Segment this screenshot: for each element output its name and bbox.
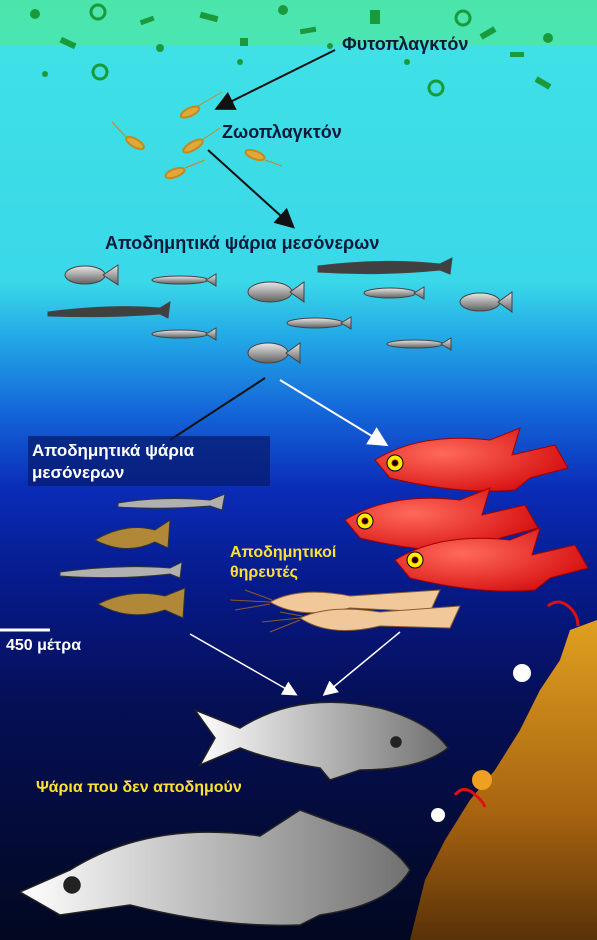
zooplankton [111,91,283,180]
deep-mesopelagic-fish [59,493,226,619]
label-migratory-mesopelagic-mid: Αποδημητικά ψάρια μεσόνερων [32,441,195,482]
phytoplankton-cells [30,3,553,97]
squid-group [229,589,461,633]
rockfish-group [18,701,450,927]
label-depth-450m: 450 μέτρα [6,637,82,654]
label-non-migratory-fish: Ψάρια που δεν αποδημούν [36,779,242,796]
label-migratory-predators: Αποδημητικοί θηρευτές [230,544,337,581]
mesopelagic-fish-group [47,257,513,364]
label-zooplankton: Ζωοπλαγκτόν [222,122,342,142]
label-phytoplankton: Φυτοπλαγκτόν [342,34,469,54]
red-fish-group [344,427,589,592]
label-migratory-mesopelagic-top: Αποδημητικά ψάρια μεσόνερων [105,233,380,253]
